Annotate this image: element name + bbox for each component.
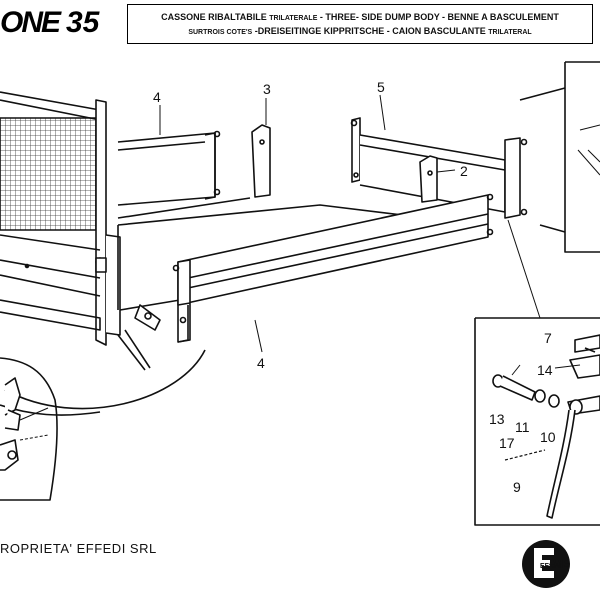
inset-bottom-left (0, 357, 58, 501)
title-line2-part-a: SURTROIS COTE'S (188, 29, 253, 36)
callout-10: 10 (540, 429, 556, 445)
rear-panel-5 (350, 117, 528, 219)
title-line1-part-b: TRILATERALE (269, 15, 318, 22)
leader-2 (436, 169, 456, 173)
effedi-logo-mark: EFfedi (522, 540, 570, 588)
brand-logo-text: ONE (0, 6, 61, 39)
logo-trailing-text: VE (553, 557, 572, 571)
callout-5: 5 (377, 79, 385, 95)
callout-13: 13 (489, 411, 505, 427)
footer-owner-text: ROPRIETA' EFFEDI SRL (0, 541, 157, 556)
title-line1-part-a: CASSONE RIBALTABILE (161, 12, 270, 22)
callout-14: 14 (537, 362, 553, 378)
page-number: 35 (66, 6, 100, 39)
callout-11: 11 (515, 419, 530, 435)
title-line1-part-c: - THREE- SIDE DUMP BODY - BENNE A BASCUL… (317, 12, 559, 22)
title-line-1: CASSONE RIBALTABILE TRILATERALE - THREE-… (128, 11, 592, 25)
outline-curve (4, 349, 206, 410)
callout-9: 9 (513, 479, 521, 495)
callout-4-top: 4 (153, 89, 161, 105)
hinge-bracket (117, 304, 161, 371)
inset-bottom-right (474, 219, 600, 526)
callout-2: 2 (460, 163, 468, 179)
post-2 (419, 155, 438, 203)
side-panel-back (117, 130, 221, 206)
leader-5 (379, 94, 386, 131)
side-panel-front (172, 193, 494, 343)
title-box: CASSONE RIBALTABILE TRILATERALE - THREE-… (127, 4, 593, 44)
title-line-2: SURTROIS COTE'S -DREISEITINGE KIPPRITSCH… (128, 25, 592, 39)
callout-3: 3 (263, 81, 271, 97)
title-line2-part-b: -DREISEITINGE KIPPRITSCHE - CAION BASCUL… (252, 26, 489, 36)
post-3 (251, 124, 271, 198)
callout-17: 17 (499, 435, 515, 451)
inset-top-right (519, 61, 600, 253)
callout-7: 7 (544, 330, 552, 346)
leader-4-bottom (254, 319, 263, 353)
logo-letters: EFfedi (540, 563, 561, 570)
title-line2-part-c: TRILATERAL (488, 29, 532, 36)
callout-4-bottom: 4 (257, 355, 265, 371)
headboard-frame (0, 91, 121, 346)
